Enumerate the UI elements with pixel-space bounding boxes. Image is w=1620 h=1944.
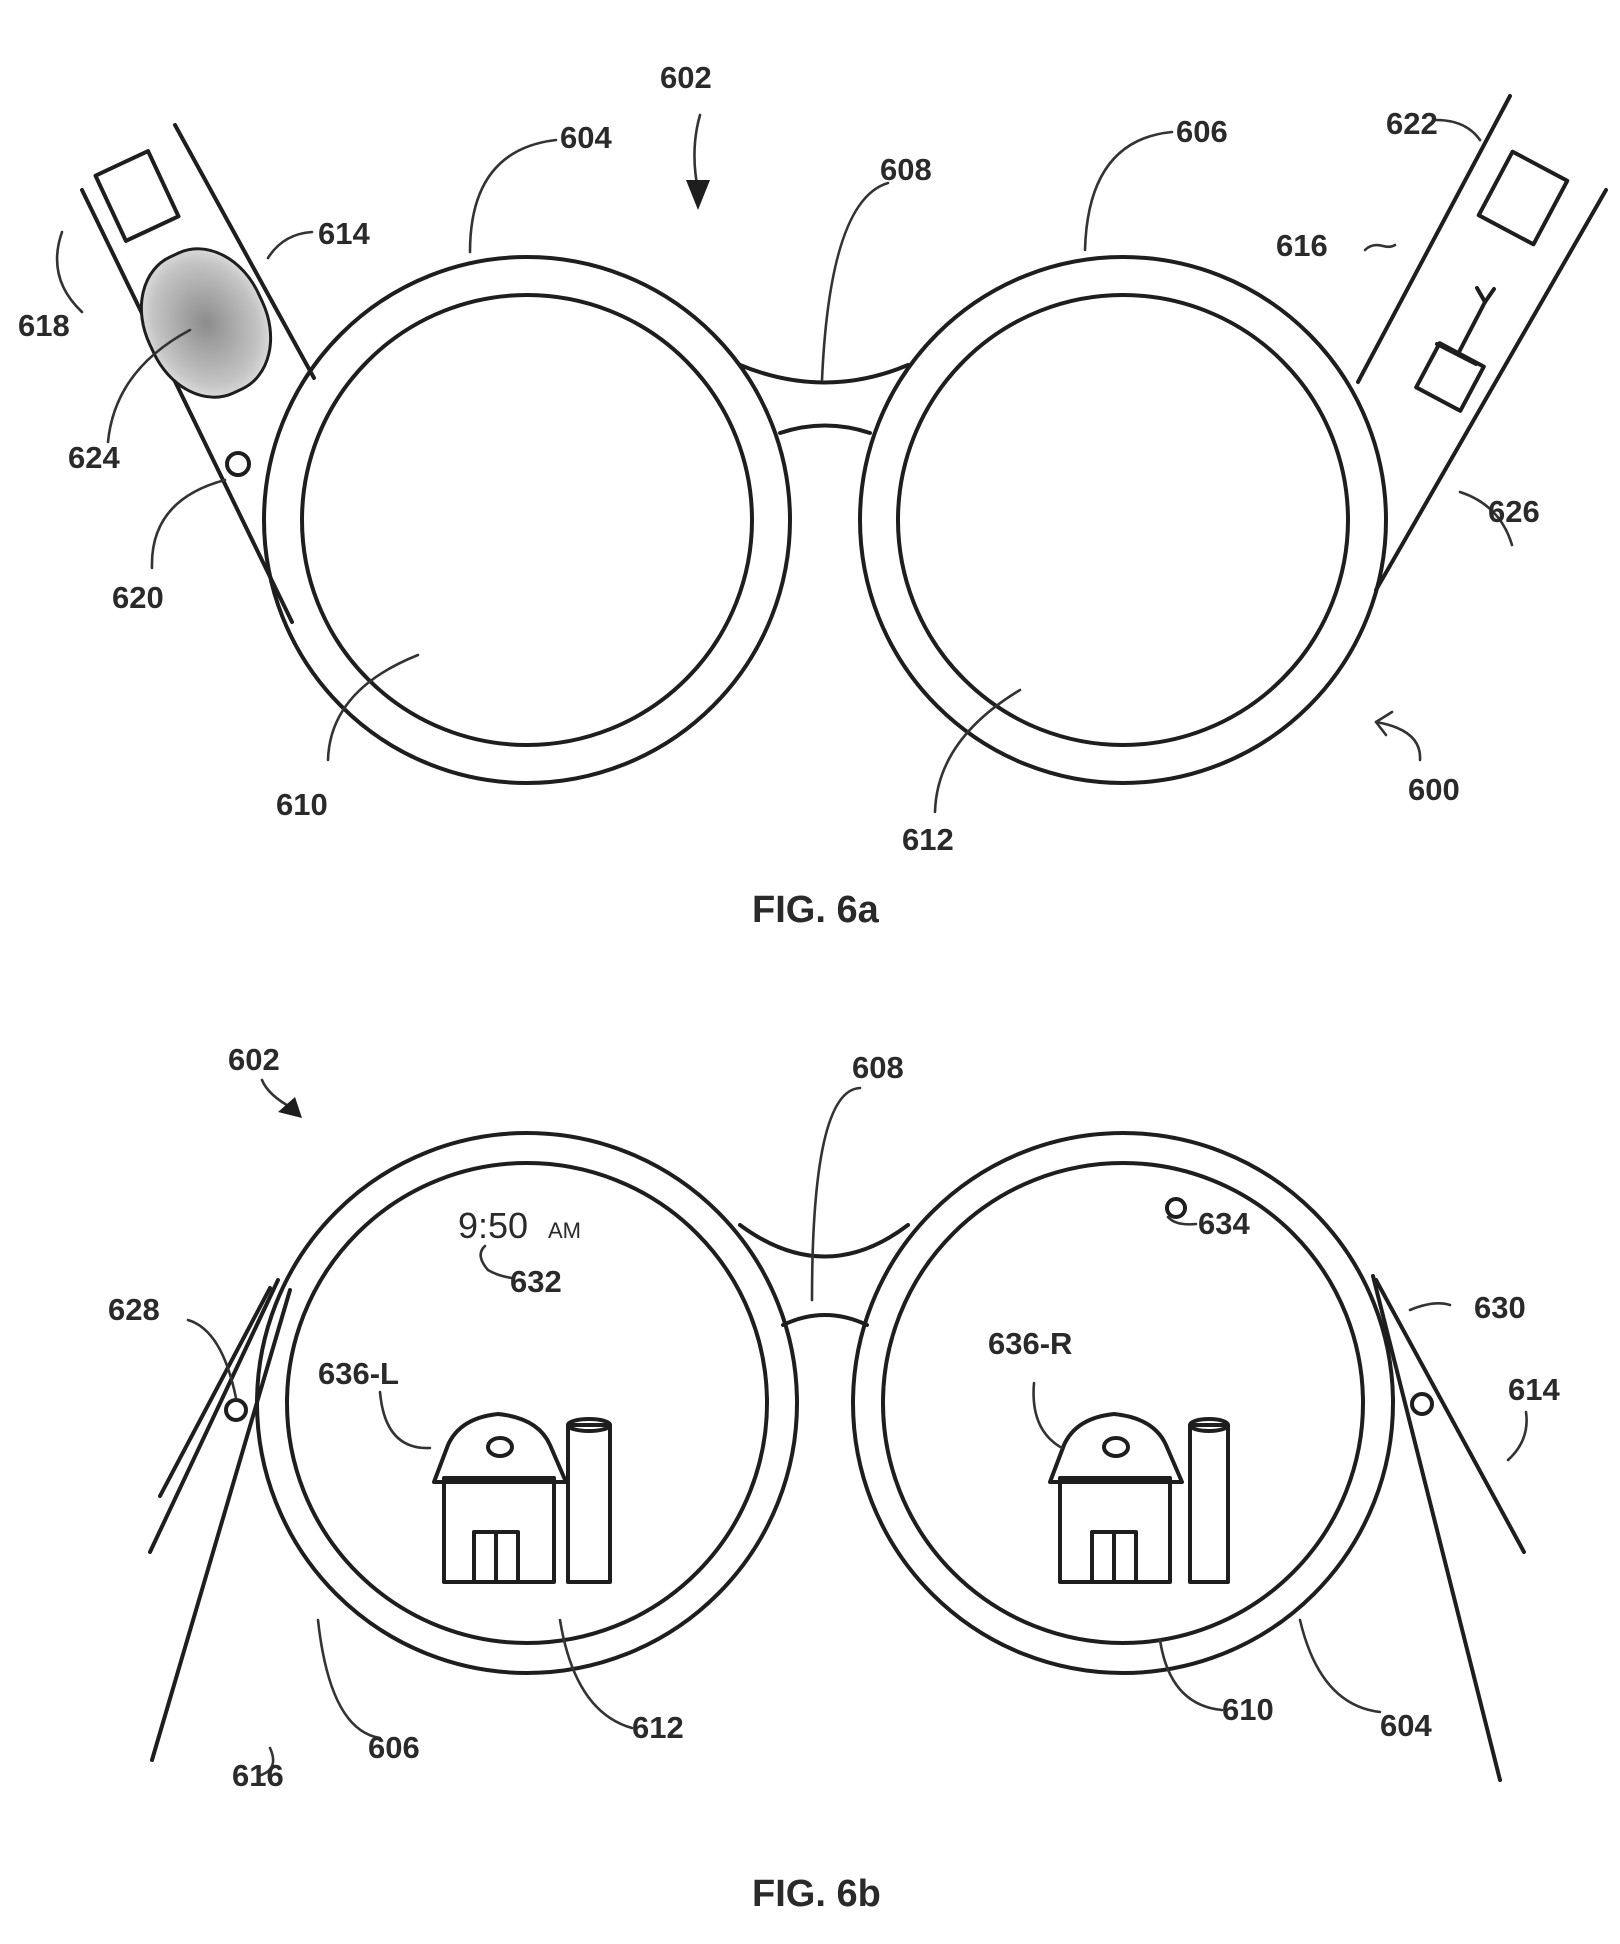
label-622: 622 bbox=[1386, 106, 1438, 141]
barn-image-636-R bbox=[1048, 1412, 1230, 1584]
barn-image-636-L bbox=[432, 1412, 612, 1584]
bridge-608 bbox=[738, 363, 910, 385]
sensor-box-618 bbox=[93, 149, 181, 243]
box-622 bbox=[1476, 149, 1570, 247]
sensor-630 bbox=[1410, 1392, 1434, 1416]
time-period: AM bbox=[548, 1218, 581, 1243]
label-602: 602 bbox=[228, 1042, 280, 1077]
label-634: 634 bbox=[1198, 1206, 1250, 1241]
sensor-620 bbox=[225, 451, 251, 477]
label-612: 612 bbox=[632, 1710, 684, 1745]
left-side-arm-614 bbox=[80, 123, 316, 624]
indicator-634 bbox=[1165, 1197, 1187, 1219]
time-display: 9:50 bbox=[458, 1205, 528, 1246]
label-636-R: 636-R bbox=[988, 1326, 1072, 1361]
label-614: 614 bbox=[318, 216, 370, 251]
label-630: 630 bbox=[1474, 1290, 1526, 1325]
label-616: 616 bbox=[1276, 228, 1328, 263]
label-610: 610 bbox=[1222, 1692, 1274, 1727]
label-608: 608 bbox=[880, 152, 932, 187]
figure-6b: 9:50 AM bbox=[108, 1042, 1560, 1915]
sensor-628 bbox=[224, 1398, 248, 1422]
label-608: 608 bbox=[852, 1050, 904, 1085]
arrow-602 bbox=[278, 1097, 302, 1118]
right-lens-frame-606 bbox=[858, 255, 1388, 785]
label-620: 620 bbox=[112, 580, 164, 615]
bridge-608 bbox=[738, 1223, 910, 1259]
label-602: 602 bbox=[660, 60, 712, 95]
arrow-602 bbox=[686, 180, 710, 210]
label-636-L: 636-L bbox=[318, 1356, 399, 1391]
touch-pad-624 bbox=[139, 247, 273, 399]
label-606: 606 bbox=[368, 1730, 420, 1765]
right-arm-614 bbox=[1374, 1278, 1526, 1554]
left-lens-frame-604 bbox=[851, 1131, 1395, 1675]
label-614: 614 bbox=[1508, 1372, 1560, 1407]
label-604: 604 bbox=[560, 120, 612, 155]
label-606: 606 bbox=[1176, 114, 1228, 149]
label-624: 624 bbox=[68, 440, 120, 475]
caption-fig-6b: FIG. 6b bbox=[752, 1873, 881, 1915]
caption-fig-6a: FIG. 6a bbox=[752, 889, 880, 931]
left-arm-616 bbox=[148, 1278, 280, 1554]
left-lens-610 bbox=[881, 1161, 1365, 1645]
label-600: 600 bbox=[1408, 772, 1460, 807]
label-628: 628 bbox=[108, 1292, 160, 1327]
right-lens-612 bbox=[285, 1161, 769, 1645]
figure-6a: 602 604 606 608 614 616 622 618 624 620 … bbox=[18, 60, 1608, 931]
left-lens-frame-604 bbox=[262, 255, 792, 785]
label-610: 610 bbox=[276, 787, 328, 822]
label-632: 632 bbox=[510, 1264, 562, 1299]
right-lens-612 bbox=[896, 293, 1350, 747]
right-lens-frame-606 bbox=[255, 1131, 799, 1675]
label-618: 618 bbox=[18, 308, 70, 343]
left-lens-610 bbox=[300, 293, 754, 747]
label-626: 626 bbox=[1488, 494, 1540, 529]
label-612: 612 bbox=[902, 822, 954, 857]
camera-626 bbox=[1414, 341, 1486, 413]
right-side-arm-616 bbox=[1356, 94, 1608, 592]
label-604: 604 bbox=[1380, 1708, 1432, 1743]
label-616: 616 bbox=[232, 1758, 284, 1793]
